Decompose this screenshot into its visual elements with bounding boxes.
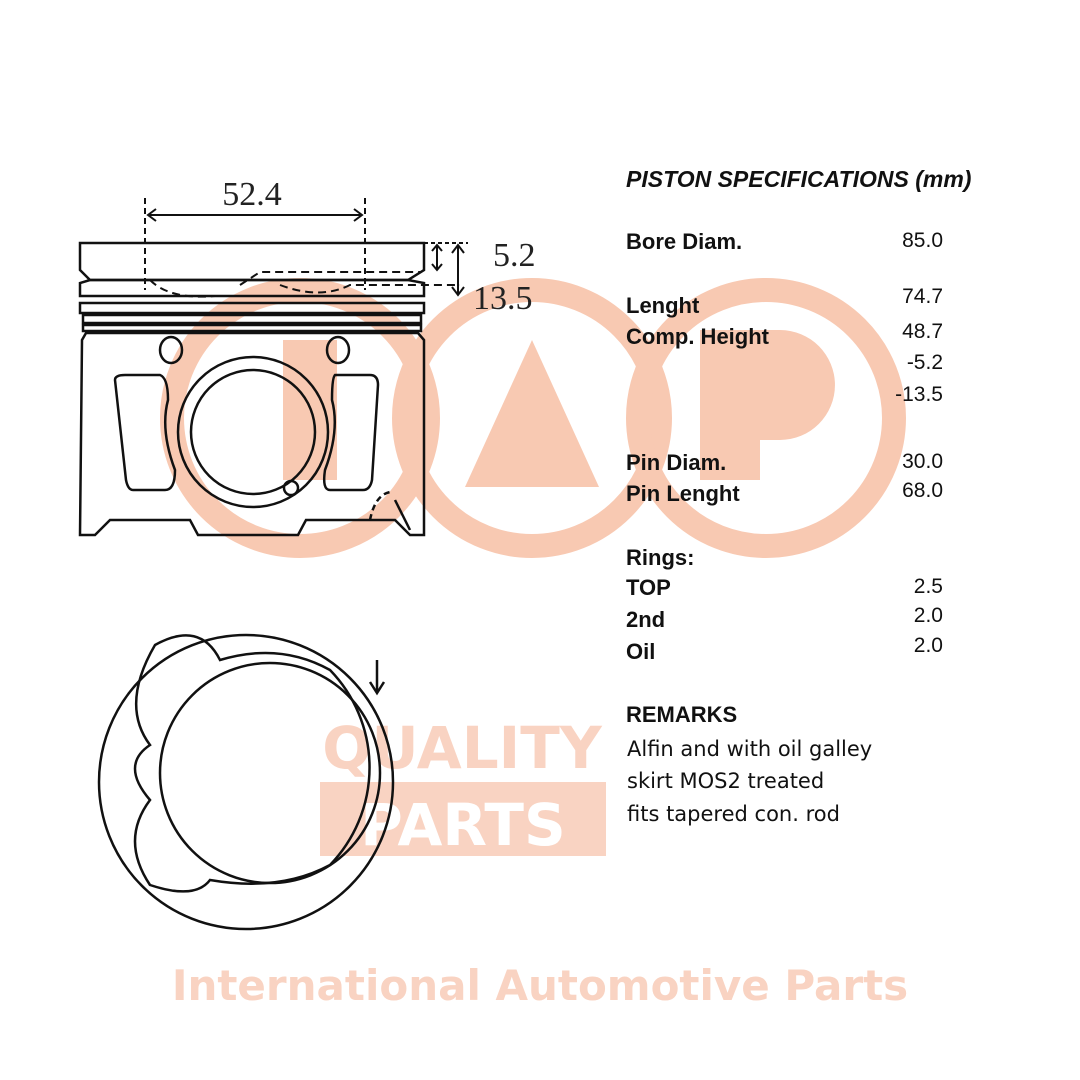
comp-height-value: 48.7 — [902, 320, 943, 343]
remark-line: fits tapered con. rod — [627, 802, 840, 826]
remarks-label: REMARKS — [626, 702, 738, 727]
specs-title: PISTON SPECIFICATIONS (mm) — [626, 166, 972, 192]
comp-height-label: Comp. Height — [626, 324, 769, 349]
dim-top-label: 5.2 — [493, 237, 536, 274]
offset2-value: -13.5 — [895, 383, 943, 406]
ring-2nd-value: 2.0 — [913, 604, 943, 627]
bore-label: Bore Diam. — [626, 229, 743, 254]
iap-watermark-letters — [283, 330, 835, 487]
ring-top-value: 2.5 — [913, 575, 943, 598]
piston-top-view — [97, 633, 395, 931]
dimension-lines — [144, 198, 468, 298]
pin-length-label: Pin Lenght — [626, 481, 740, 506]
remark-line: Alfin and with oil galley — [627, 737, 873, 761]
dim-depth-label: 13.5 — [473, 280, 533, 317]
remark-line: skirt MOS2 treated — [627, 769, 825, 793]
ring-oil-label: Oil — [626, 639, 656, 664]
offset1-value: -5.2 — [906, 351, 943, 374]
ring-top-label: TOP — [626, 575, 671, 600]
bore-value: 85.0 — [902, 229, 943, 252]
pin-length-value: 68.0 — [902, 479, 943, 502]
watermark-quality: QUALITY — [322, 714, 603, 782]
watermark-tagline: International Automotive Parts — [172, 961, 908, 1010]
ring-oil-value: 2.0 — [913, 634, 943, 657]
ring-2nd-label: 2nd — [626, 607, 666, 632]
length-value: 74.7 — [902, 285, 943, 308]
length-label: Lenght — [626, 293, 700, 318]
pin-diam-label: Pin Diam. — [626, 450, 727, 475]
piston-side-view — [78, 241, 426, 537]
rings-label: Rings: — [626, 545, 695, 570]
dim-width-label: 52.4 — [222, 176, 282, 213]
watermark-parts: PARTS — [360, 791, 565, 859]
pin-diam-value: 30.0 — [902, 450, 943, 473]
